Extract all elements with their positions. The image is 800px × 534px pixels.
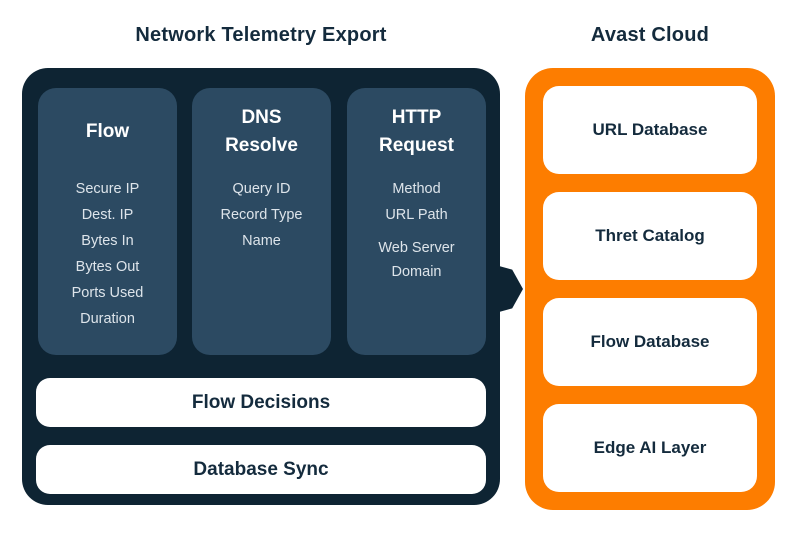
field-item: URL Path <box>385 207 448 223</box>
flow-card: Flow Secure IP Dest. IP Bytes In Bytes O… <box>38 88 177 355</box>
cloud-card-thret-catalog: Thret Catalog <box>543 192 757 280</box>
flow-decisions-bar: Flow Decisions <box>36 378 486 427</box>
telemetry-section-title: Network Telemetry Export <box>135 24 387 46</box>
cloud-panel: URL Database Thret Catalog Flow Database… <box>525 68 775 510</box>
dns-resolve-card-title: DNS Resolve <box>225 107 298 156</box>
database-sync-bar: Database Sync <box>36 445 486 494</box>
dns-resolve-card: DNS Resolve Query ID Record Type Name <box>192 88 331 355</box>
field-item: Query ID <box>232 181 291 197</box>
field-item: Bytes In <box>81 233 134 249</box>
telemetry-panel: Flow Secure IP Dest. IP Bytes In Bytes O… <box>22 68 500 505</box>
http-request-card: HTTP Request Method URL Path Web Server … <box>347 88 486 355</box>
field-item: Dest. IP <box>81 207 134 223</box>
field-item: Secure IP <box>75 181 140 197</box>
http-request-card-items: Method URL Path Web Server Domain <box>347 176 486 284</box>
field-item: Name <box>242 233 281 249</box>
field-item: Bytes Out <box>75 259 140 275</box>
field-item: Duration <box>80 311 135 327</box>
cloud-section-title: Avast Cloud <box>590 24 710 46</box>
http-request-card-title: HTTP Request <box>379 107 454 156</box>
right-arrow-icon <box>499 266 523 312</box>
field-item: Ports Used <box>71 285 144 301</box>
cloud-card-edge-ai-layer: Edge AI Layer <box>543 404 757 492</box>
field-item: Web Server Domain <box>378 240 455 280</box>
flow-card-items: Secure IP Dest. IP Bytes In Bytes Out Po… <box>38 176 177 332</box>
cloud-card-url-database: URL Database <box>543 86 757 174</box>
dns-resolve-card-items: Query ID Record Type Name <box>192 176 331 254</box>
field-item: Record Type <box>220 207 303 223</box>
flow-card-title: Flow <box>85 121 130 143</box>
cloud-card-flow-database: Flow Database <box>543 298 757 386</box>
field-item: Method <box>392 181 441 197</box>
